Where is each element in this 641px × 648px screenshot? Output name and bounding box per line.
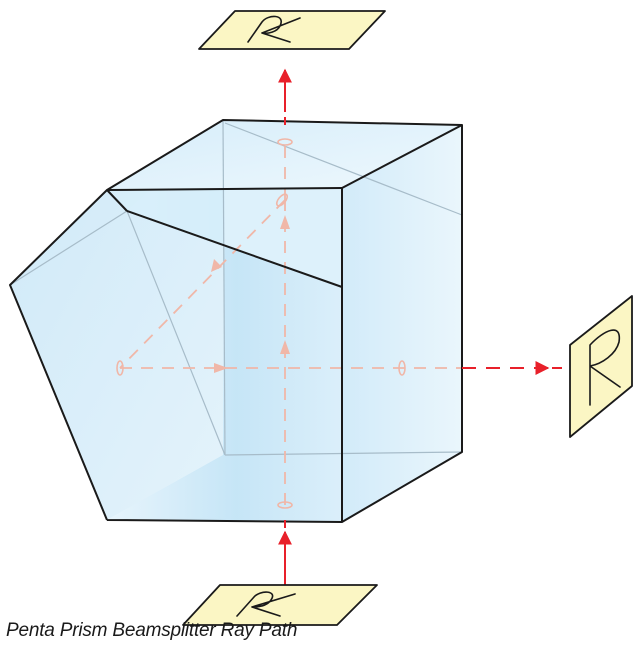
prism-hidden-edges (9, 119, 463, 456)
internal-arrow-diag (211, 259, 222, 272)
right-image-card (569, 295, 633, 438)
prism-body (10, 120, 462, 522)
internal-ray-arrows (211, 215, 290, 373)
internal-arrow-up-lower (280, 340, 290, 354)
bottom-image-card (182, 584, 378, 626)
prism-right-face (342, 125, 462, 522)
external-ray-path (278, 68, 568, 590)
top-mirrored-r-glyph (247, 15, 301, 43)
prism-slant-face (107, 188, 342, 287)
internal-arrow-right (214, 363, 228, 373)
figure-caption: Penta Prism Beamsplitter Ray Path (6, 620, 298, 641)
bottom-r-glyph (236, 591, 296, 617)
top-image-card (198, 10, 386, 50)
prism-visible-edges (9, 119, 463, 523)
ray-intersection-markers (116, 138, 406, 509)
internal-arrow-up-upper (280, 215, 290, 229)
right-r-glyph (589, 329, 621, 406)
